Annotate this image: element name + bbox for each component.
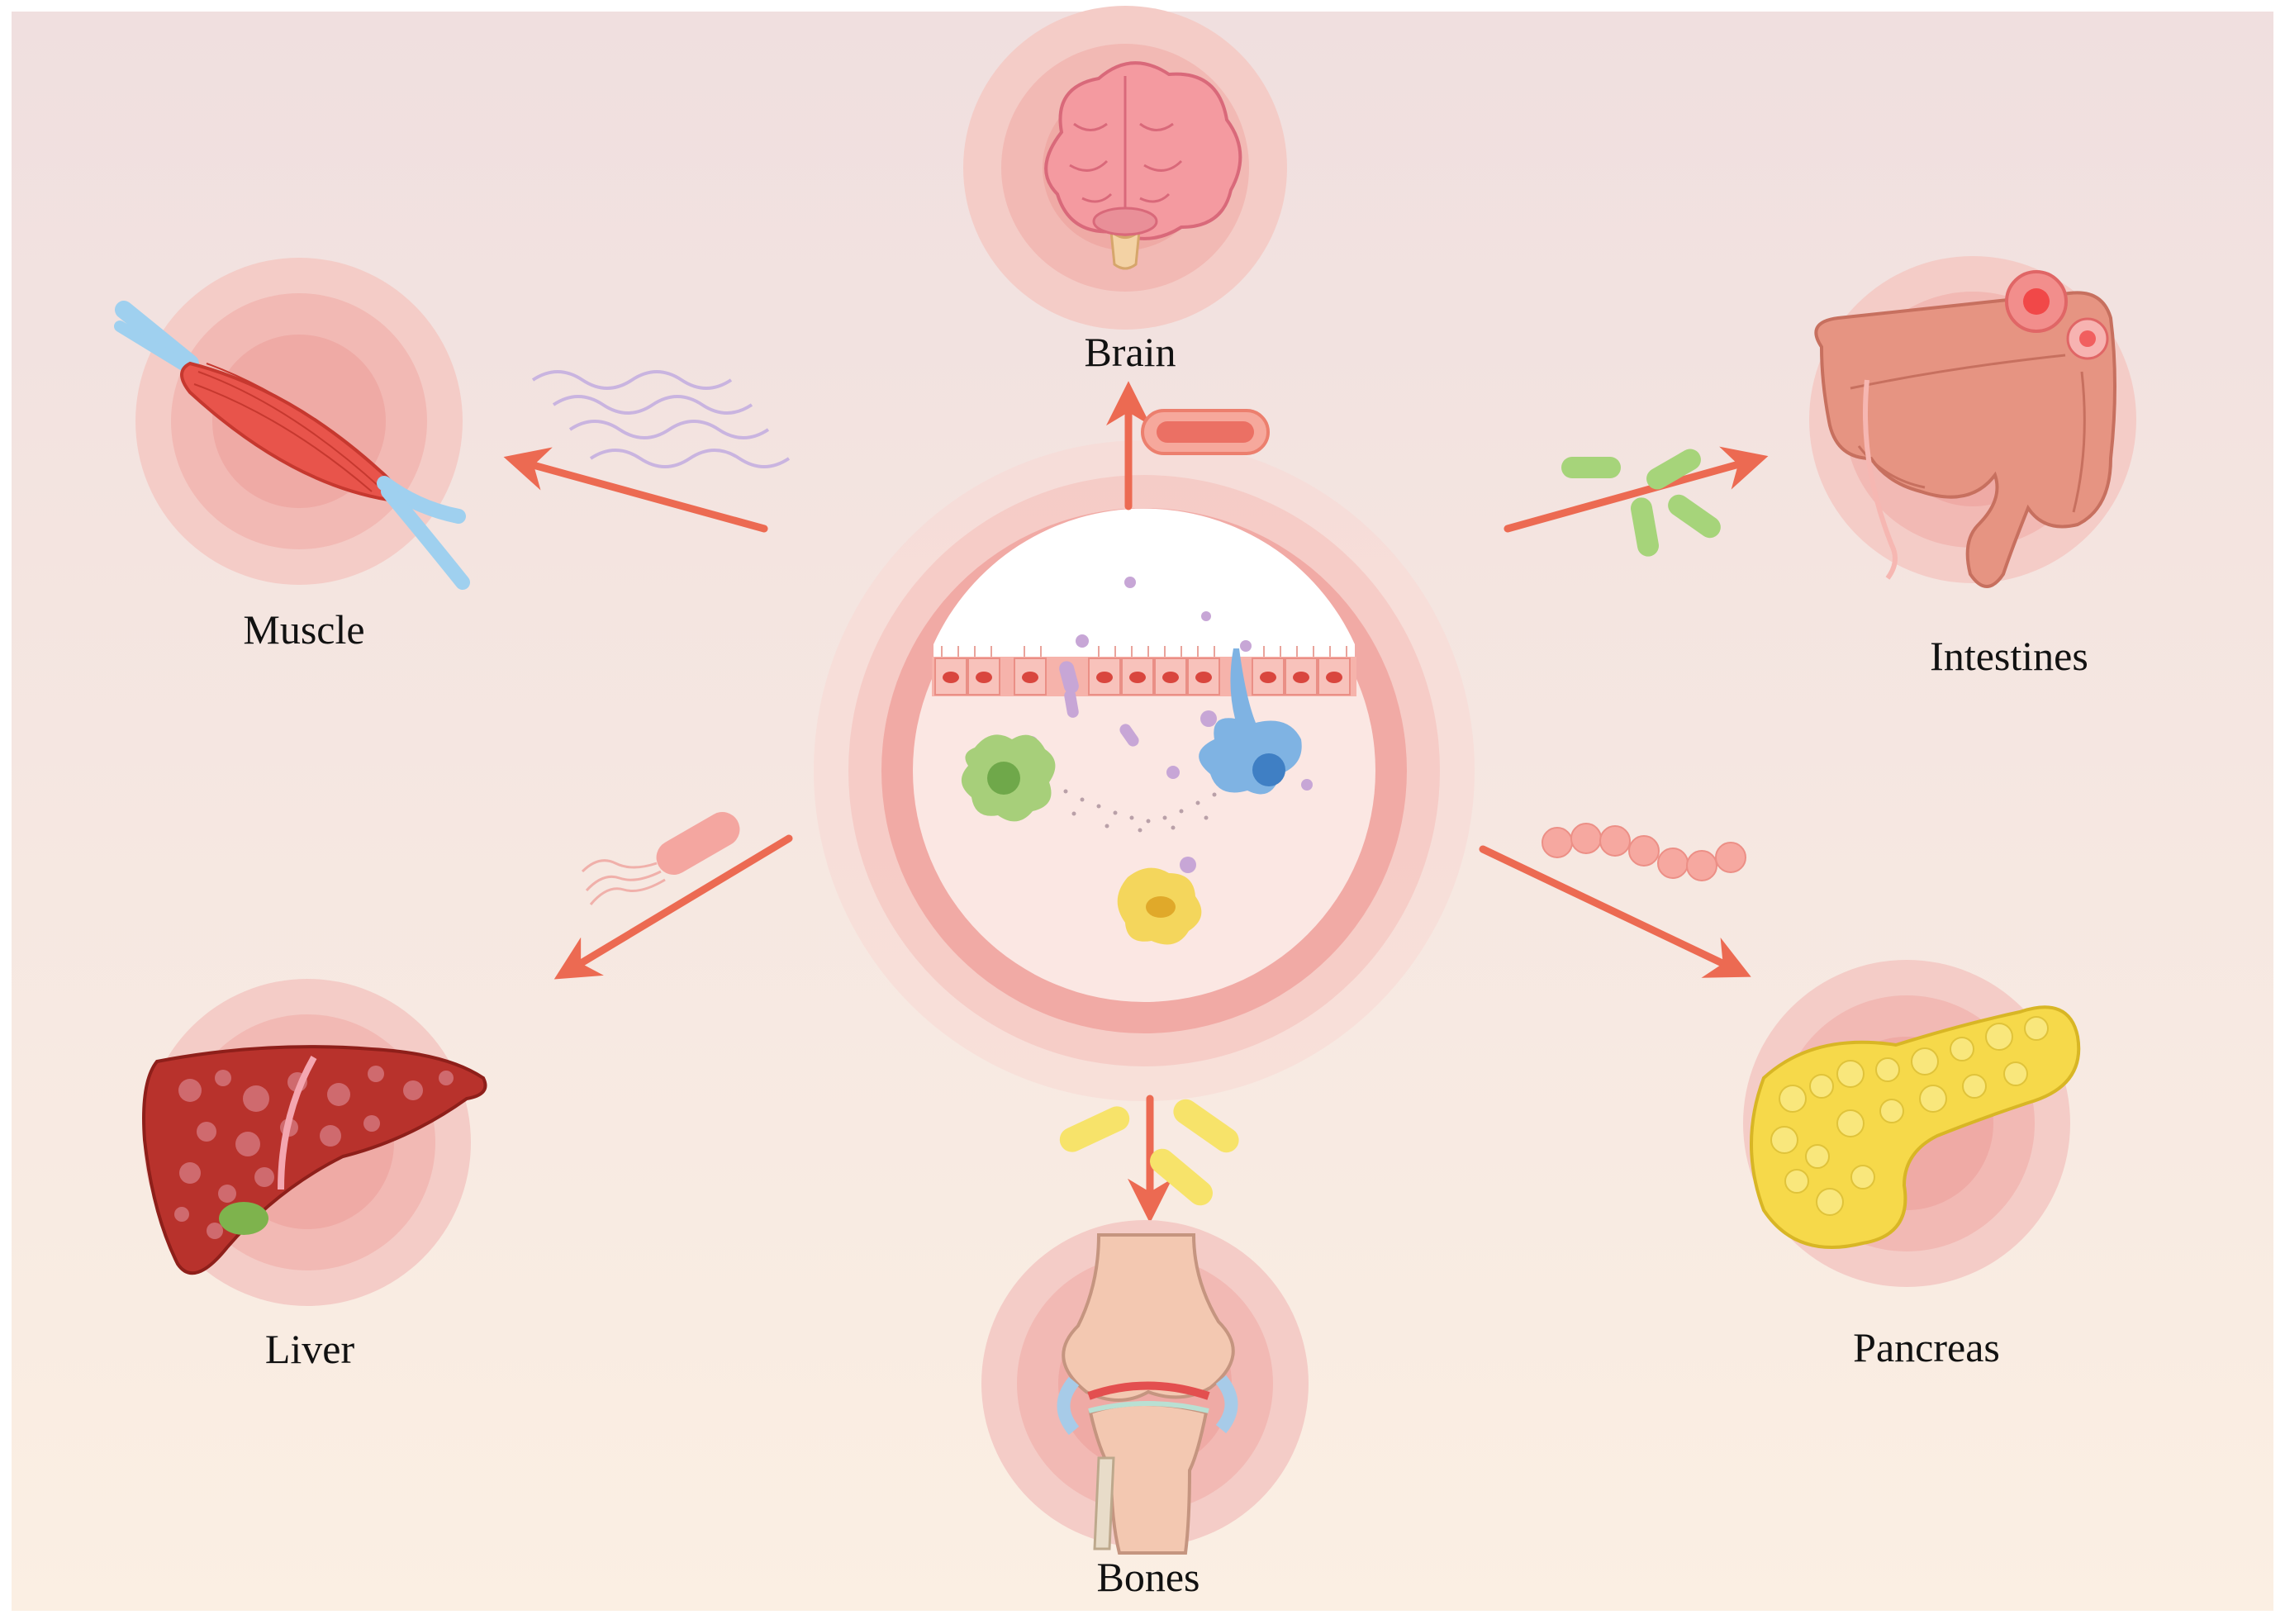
streptococcus-chain (1542, 823, 1746, 881)
green-immune-cell (961, 734, 1056, 822)
signal-dots (1063, 789, 1217, 833)
brain-icon (1044, 61, 1242, 270)
liver-icon (142, 1045, 487, 1275)
arrow-to-pancreas (1479, 845, 1751, 978)
bones-label: Bones (1096, 1554, 1200, 1600)
liver-label: Liver (264, 1326, 355, 1372)
intestines-label: Intestines (1930, 633, 2088, 679)
arrow-to-intestines (1504, 446, 1769, 533)
green-rod-bacteria (1561, 449, 1721, 557)
muscle-icon (114, 301, 470, 590)
yellow-rod-bacteria (1059, 1099, 1239, 1206)
flagellated-bacterium (581, 812, 740, 905)
brain-label: Brain (1084, 329, 1176, 375)
wavy-filaments (531, 370, 791, 468)
arrow-to-muscle (503, 447, 768, 533)
knee-joint-icon (1057, 1233, 1238, 1555)
yellow-immune-cell (1117, 867, 1202, 945)
central-gut-panel (814, 440, 1475, 1101)
gut-lumen (933, 508, 1355, 661)
muscle-label: Muscle (243, 606, 365, 653)
blue-immune-cell (1199, 648, 1302, 795)
intestines-icon (1814, 270, 2116, 588)
axis-arrows (503, 381, 1769, 1223)
epithelial-cell-layer (932, 646, 1356, 696)
pancreas-label: Pancreas (1853, 1324, 2000, 1370)
capsule-bacterium (1141, 409, 1270, 455)
arrow-to-liver (553, 834, 793, 980)
pancreas-icon (1750, 1005, 2081, 1249)
